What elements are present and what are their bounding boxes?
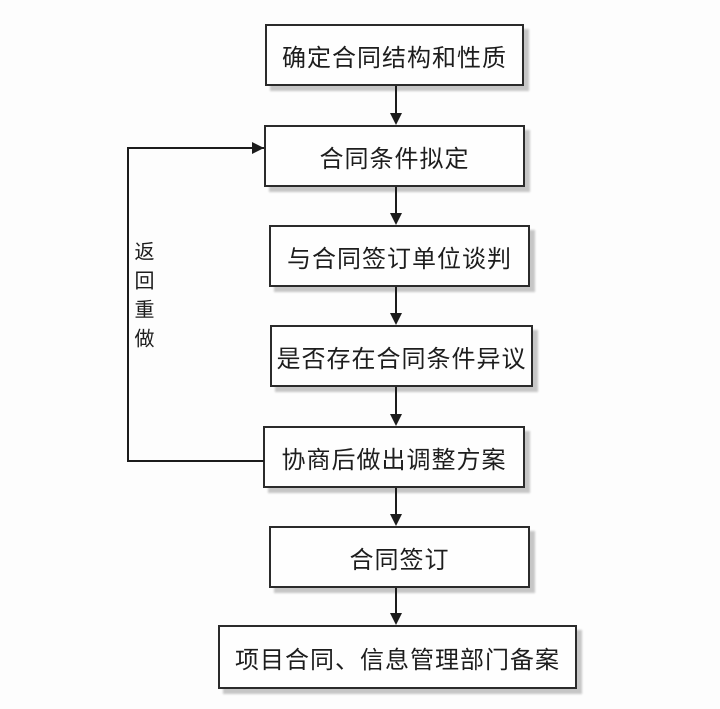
node-contract-signing: 合同签订 — [269, 526, 530, 588]
node-adjustment-plan: 协商后做出调整方案 — [263, 426, 525, 488]
arrow-shaft — [395, 588, 397, 615]
node-check-condition-objection: 是否存在合同条件异议 — [270, 325, 533, 387]
arrow-shaft — [395, 86, 397, 115]
arrow-shaft — [395, 387, 397, 416]
arrow-down-icon — [390, 213, 402, 225]
arrow-down-icon — [390, 414, 402, 426]
arrow-down-icon — [390, 613, 402, 625]
arrow-down-icon — [390, 514, 402, 526]
loop-return-line — [127, 147, 264, 462]
node-confirm-contract-structure: 确定合同结构和性质 — [265, 24, 524, 86]
arrow-shaft — [395, 488, 397, 516]
arrow-down-icon — [390, 313, 402, 325]
node-negotiate-with-signing-unit: 与合同签订单位谈判 — [269, 225, 530, 287]
loop-return-label: 返回重做 — [131, 241, 153, 357]
flow-arrow-4-5 — [389, 387, 403, 426]
arrow-right-icon — [252, 142, 264, 154]
arrow-down-icon — [390, 113, 402, 125]
node-draft-contract-conditions: 合同条件拟定 — [264, 125, 525, 187]
flow-arrow-2-3 — [389, 187, 403, 225]
flow-arrow-1-2 — [389, 86, 403, 125]
arrow-shaft — [395, 287, 397, 315]
node-department-filing: 项目合同、信息管理部门备案 — [218, 625, 577, 689]
flow-arrow-5-6 — [389, 488, 403, 526]
flow-arrow-3-4 — [389, 287, 403, 325]
flow-arrow-6-7 — [389, 588, 403, 625]
arrow-shaft — [395, 187, 397, 215]
